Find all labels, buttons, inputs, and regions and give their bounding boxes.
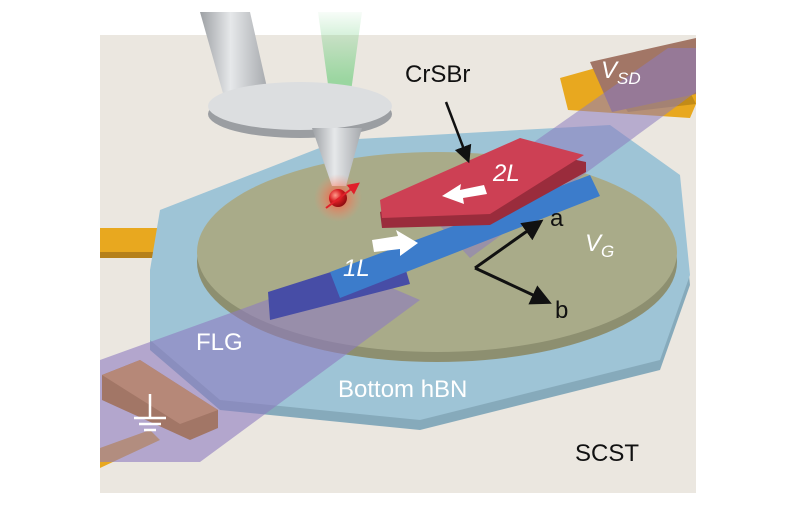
bilayer-flake	[380, 138, 584, 218]
magnetization-arrow-icon	[372, 230, 418, 256]
gate-voltage-label: VG	[585, 230, 614, 261]
bilayer-label: 2L	[492, 160, 520, 187]
scst-label: SCST	[575, 440, 639, 467]
flg-label: FLG	[196, 329, 243, 356]
axis-arrow-icon	[474, 266, 552, 305]
monolayer-flake	[330, 175, 600, 298]
ground-symbol-icon	[134, 394, 166, 432]
axis-b-label: b	[555, 297, 568, 324]
ground-contact-pad-top	[102, 360, 218, 424]
crsbr-label: CrSBr	[405, 61, 470, 88]
monolayer-label: 1L	[343, 255, 370, 282]
cantilever-paddle	[208, 82, 392, 130]
sd-voltage-label: VSD	[601, 57, 641, 88]
cantilever-arm	[200, 12, 268, 104]
hbn-label: Bottom hBN	[338, 376, 467, 403]
crsbr-pointer-arrow	[444, 101, 472, 164]
axis-arrow-icon	[474, 219, 544, 270]
axis-a-label: a	[550, 205, 564, 232]
cantilever-tip	[312, 128, 362, 186]
spin-arrow-icon	[325, 182, 360, 209]
laser-beam	[318, 12, 362, 128]
magnetization-arrow-icon	[442, 184, 487, 204]
